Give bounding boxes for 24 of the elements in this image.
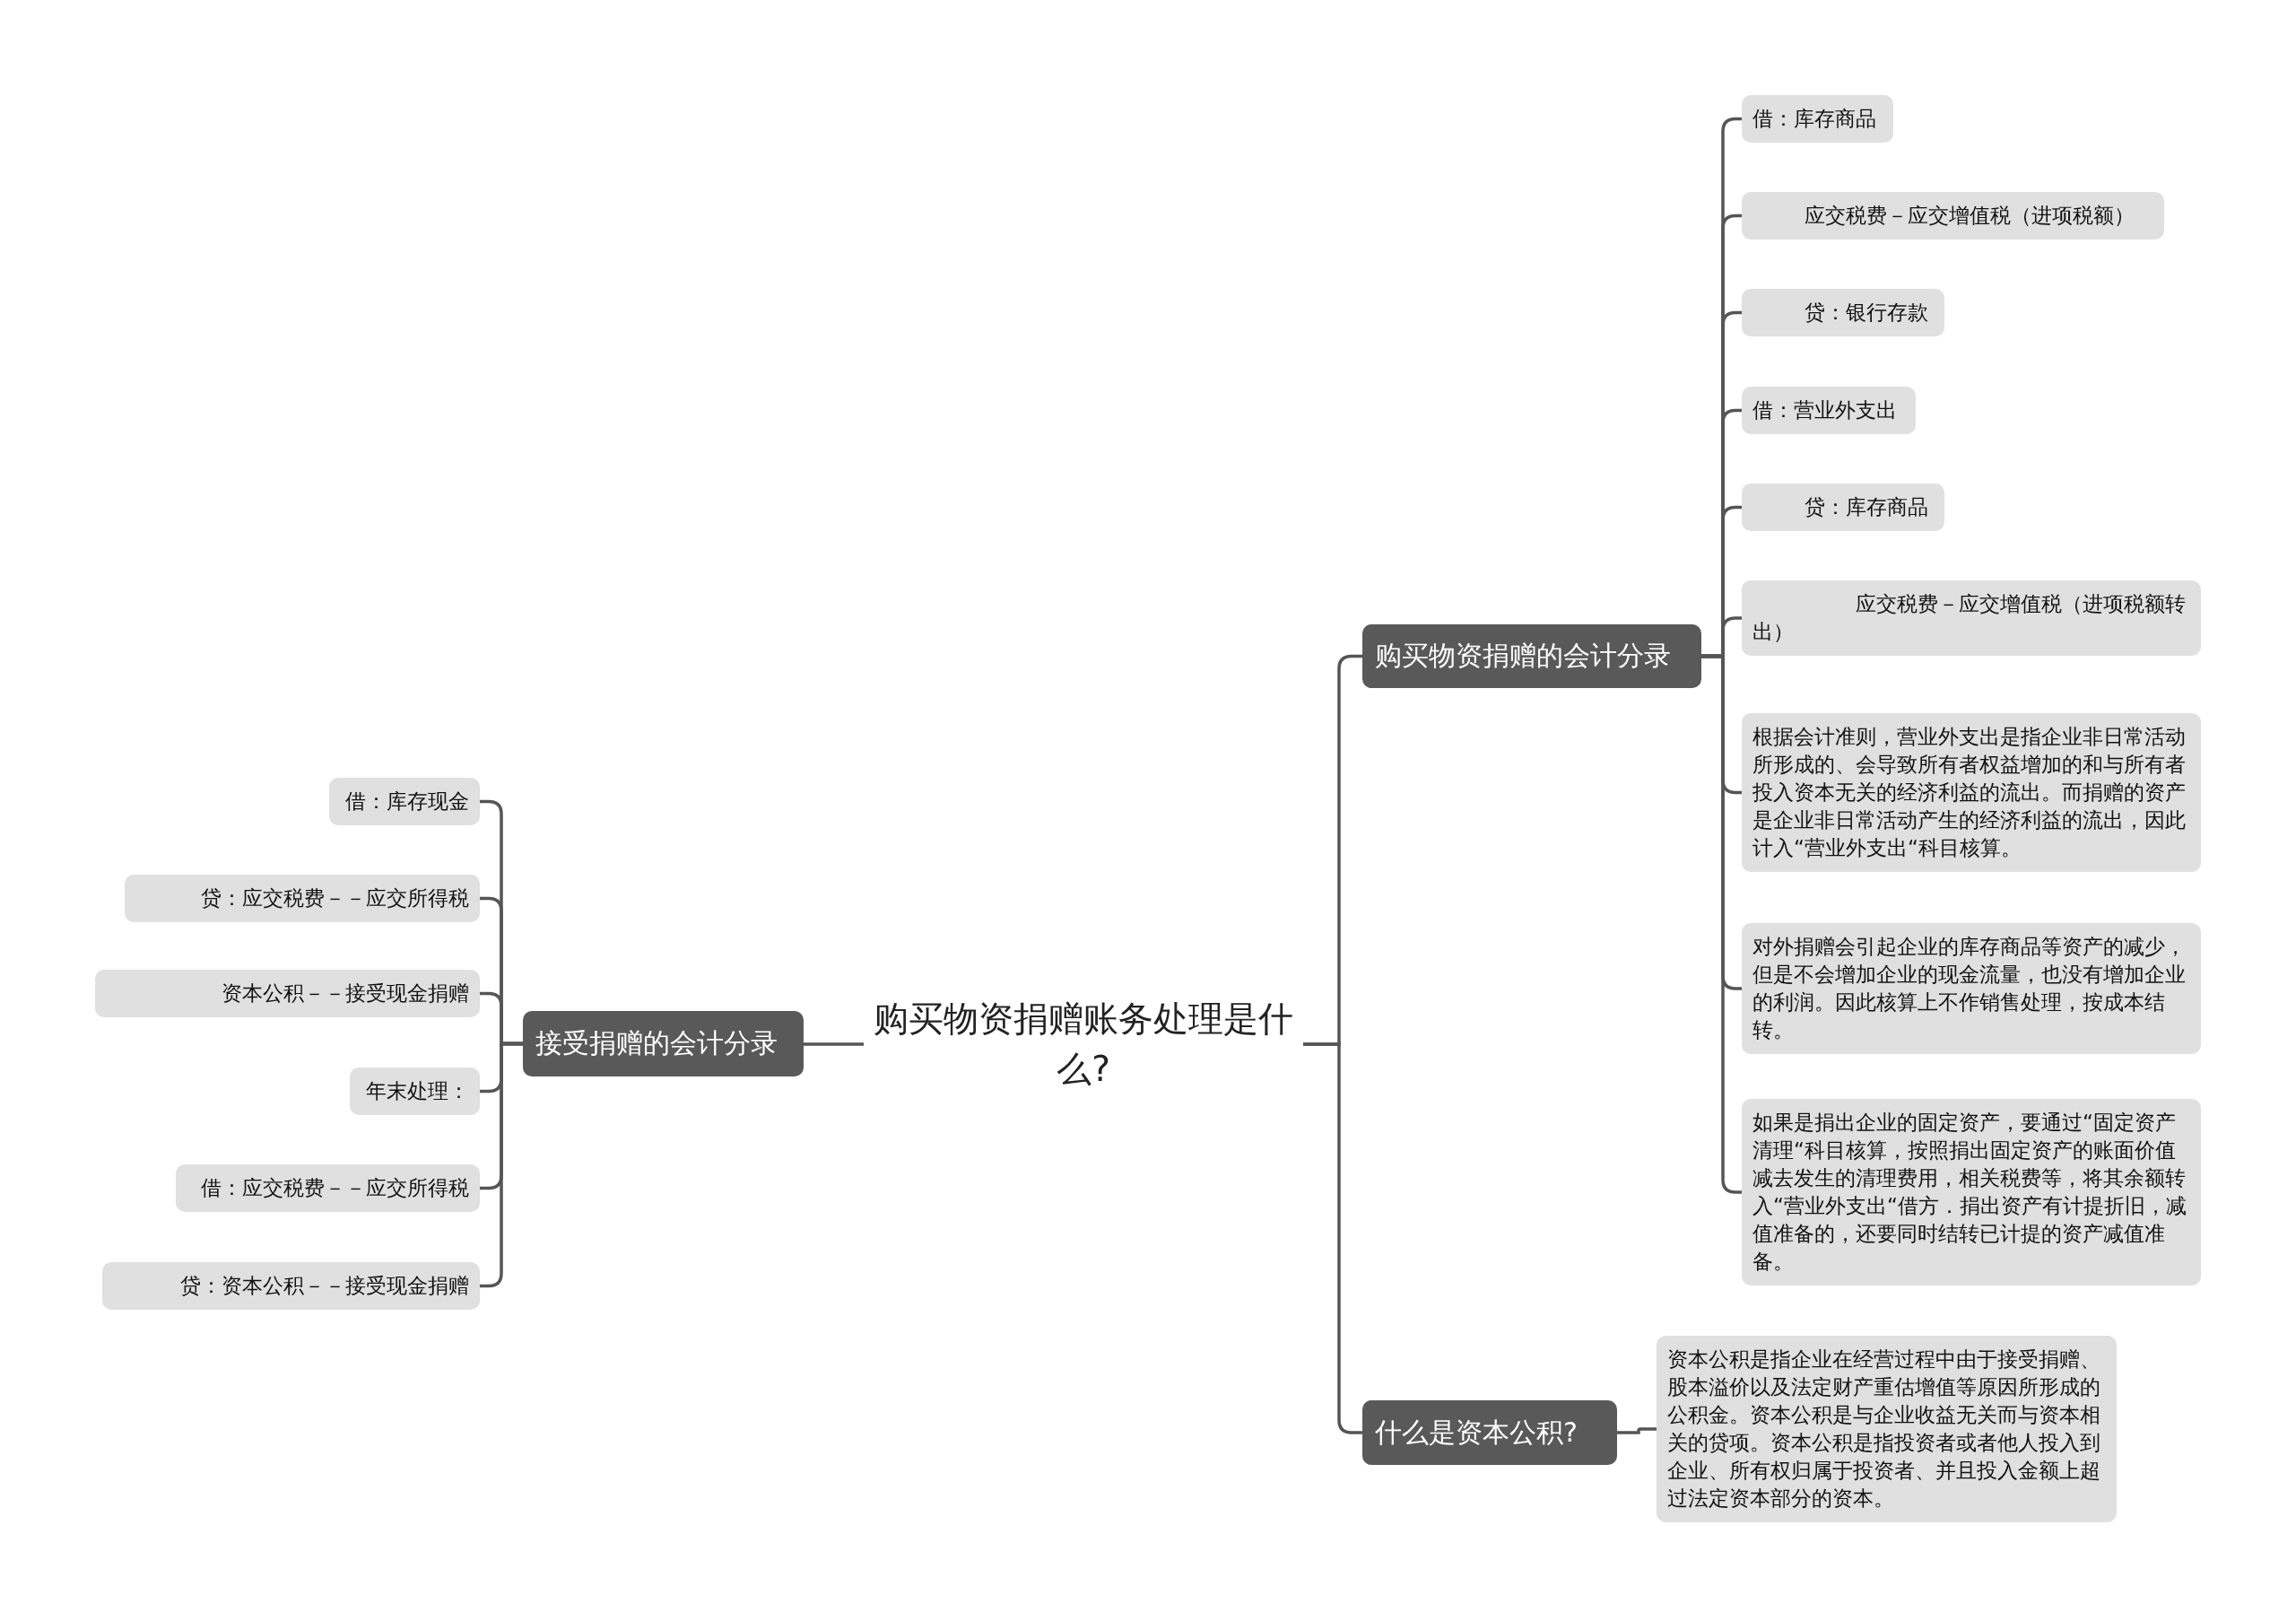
leaf-box: 资本公积－－接受现金捐赠 (95, 970, 480, 1017)
leaf-box: 借：库存商品 (1742, 95, 1893, 143)
leaf-box: 应交税费－应交增值税（进项税额） (1742, 192, 2164, 240)
topic-title: 购买物资捐赠账务处理是什么? (864, 990, 1303, 1098)
leaf-box: 如果是捐出企业的固定资产，要通过“固定资产清理“科目核算，按照捐出固定资产的账面价值减去发生的清理费用，相关税费等，将其余额转入“营业外支出“借方．捐出资产有计提折旧，减值准备的，还要同时结转已计提的资产减值准备。 (1742, 1099, 2201, 1285)
connector-line (804, 1042, 864, 1046)
connector-line (480, 1041, 523, 1288)
branch-box: 接受捐赠的会计分录 (523, 1011, 804, 1076)
leaf-box: 贷：库存商品 (1742, 484, 1944, 531)
branch-box: 什么是资本公积? (1362, 1400, 1617, 1465)
leaf-box: 贷：银行存款 (1742, 289, 1944, 336)
leaf-box: 借：库存现金 (329, 778, 480, 825)
leaf-box: 贷：应交税费－－应交所得税 (125, 875, 480, 922)
branch-box: 购买物资捐赠的会计分录 (1362, 624, 1701, 688)
leaf-box: 根据会计准则，营业外支出是指企业非日常活动所形成的、会导致所有者权益增加的和与所有者投入资本无关的经济利益的流出。而捐赠的资产是企业非日常活动产生的经济利益的流出，因此计入“营业外支出“科目核算。 (1742, 713, 2201, 872)
leaf-box: 应交税费－应交增值税（进项税额转出） (1742, 580, 2201, 656)
leaf-box: 资本公积是指企业在经营过程中由于接受捐赠、股本溢价以及法定财产重估增值等原因所形成的公积金。资本公积是与企业收益无关而与资本相关的贷项。资本公积是指投资者或者他人投入到企业、所有权归属于投资者、并且投入金额上超过法定资本部分的资本。 (1657, 1336, 2117, 1522)
connector-line (1303, 1042, 1362, 1434)
leaf-box: 对外捐赠会引起企业的库存商品等资产的减少，但是不会增加企业的现金流量，也没有增加企业的利润。因此核算上不作销售处理，按成本结转。 (1742, 923, 2201, 1054)
leaf-box: 贷：资本公积－－接受现金捐赠 (102, 1262, 480, 1310)
leaf-box: 借：应交税费－－应交所得税 (176, 1164, 480, 1212)
leaf-box: 借：营业外支出 (1742, 387, 1916, 434)
connector-line (1617, 1427, 1657, 1434)
leaf-box: 年末处理： (350, 1068, 480, 1115)
